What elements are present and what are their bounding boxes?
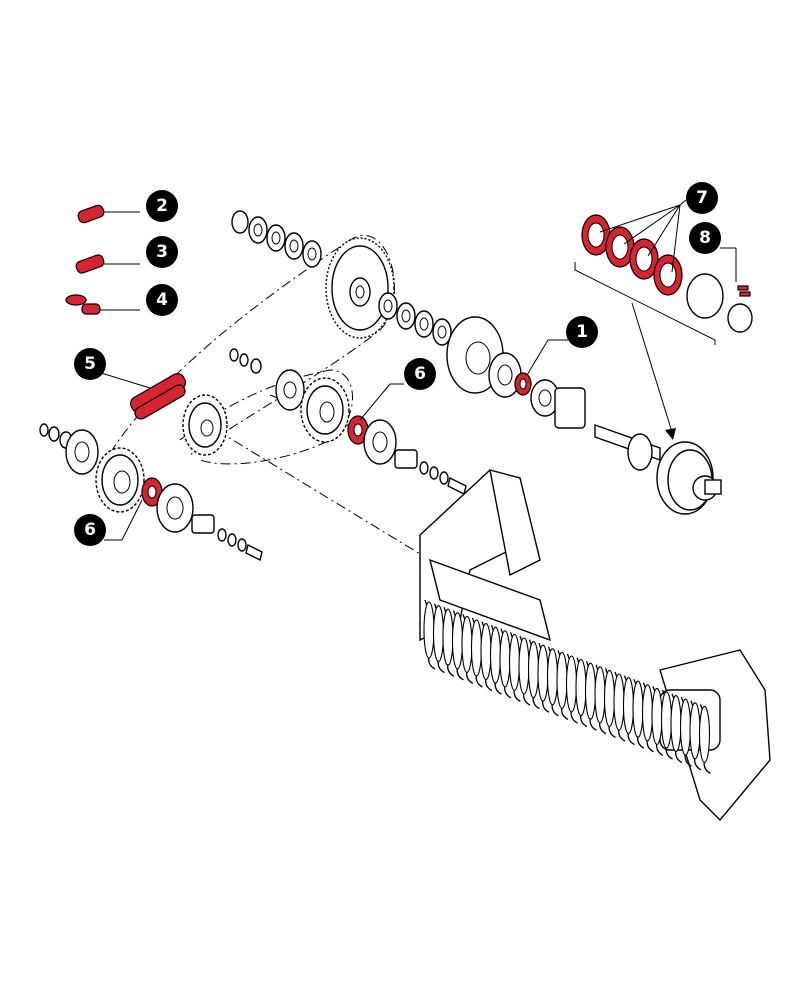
chain-link-3 — [75, 254, 140, 274]
svg-text:5: 5 — [84, 354, 96, 374]
rotor-tooth — [461, 615, 473, 673]
rotor-tooth — [594, 666, 606, 724]
middle-small-sprocket — [182, 394, 228, 456]
svg-text:6: 6 — [414, 364, 426, 384]
rotor-tooth — [651, 687, 663, 745]
svg-text:2: 2 — [156, 196, 168, 216]
callout-7: 7 — [679, 182, 718, 214]
callout-5: 5 — [74, 348, 106, 380]
middle-washers — [229, 348, 305, 411]
rotor-tooth — [641, 684, 654, 742]
bearing-1-red — [514, 372, 532, 396]
chain-link-2 — [77, 204, 140, 224]
rotor-tooth — [632, 680, 644, 738]
svg-text:4: 4 — [156, 290, 168, 310]
rotor-tooth — [622, 677, 635, 735]
rotor-tooth — [470, 619, 483, 677]
bearing-6b-red — [347, 415, 369, 445]
svg-text:8: 8 — [699, 228, 711, 248]
svg-text:7: 7 — [696, 188, 708, 208]
rotor-tooth — [451, 612, 464, 670]
svg-text:6: 6 — [84, 520, 96, 540]
rotor-tooth — [546, 648, 559, 706]
callout-8: 8 — [689, 222, 721, 254]
callout-1: 1 — [526, 316, 598, 376]
upper-washer-stack — [231, 210, 322, 268]
rotor-tooth — [698, 705, 711, 763]
rotor-tooth — [432, 605, 445, 663]
rotor-tooth — [537, 644, 549, 702]
mid-washer-stack — [378, 292, 452, 346]
lower-left-sprocket — [95, 447, 145, 513]
bearing-housing — [530, 379, 586, 429]
rotor-tooth — [565, 655, 578, 713]
rotor-tooth — [499, 630, 511, 688]
lower-left-flange — [156, 483, 194, 533]
rotor-tooth — [442, 608, 454, 666]
callout-4: 4 — [146, 284, 178, 316]
rotor-tooth — [613, 673, 625, 731]
callout-6-lower: 6 — [74, 499, 143, 546]
rotor-tooth — [508, 633, 521, 691]
middle-flange — [363, 419, 397, 465]
pickup-tines — [423, 599, 711, 774]
rotor-tooth — [518, 637, 530, 695]
rotor-tooth — [584, 662, 597, 720]
rotor-tooth — [480, 623, 492, 681]
large-sprocket — [325, 237, 395, 339]
rotor-tooth — [689, 702, 701, 760]
rotor-tooth — [660, 691, 673, 749]
svg-text:1: 1 — [576, 322, 588, 342]
rotor-tooth — [489, 626, 502, 684]
rotor-tooth — [603, 669, 616, 727]
callout-6-middle: 6 — [359, 358, 436, 421]
rotor-tooth — [527, 641, 540, 699]
detail-bracket-lines — [574, 262, 716, 440]
chain-link-4 — [65, 294, 140, 315]
rotor-tooth — [575, 659, 587, 717]
lower-left-bolt — [191, 514, 263, 562]
callout-3: 3 — [146, 236, 178, 268]
drive-shaft — [594, 424, 722, 515]
red-disc-stack-7 — [581, 204, 683, 296]
svg-text:3: 3 — [156, 242, 168, 262]
chain-segment-5 — [97, 371, 187, 420]
lower-left-washers — [39, 423, 99, 475]
rotor-tooth — [670, 695, 682, 753]
pickup-frame — [419, 469, 771, 822]
pulley-hub-8 — [686, 247, 753, 333]
bearing-6a-red — [141, 477, 163, 507]
callout-2: 2 — [146, 190, 178, 222]
middle-right-sprocket — [300, 377, 350, 443]
rotor-tooth — [556, 651, 568, 709]
middle-bolt — [394, 449, 467, 496]
rotor-tooth — [423, 601, 435, 659]
rotor-tooth — [679, 698, 692, 756]
